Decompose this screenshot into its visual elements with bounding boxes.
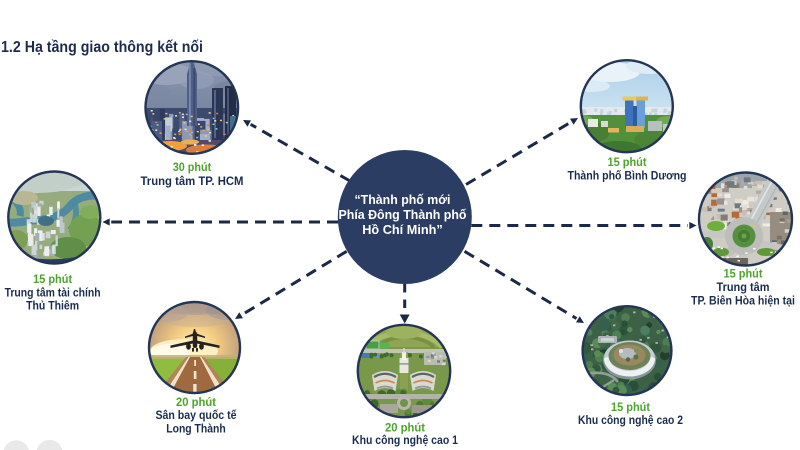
svg-text:Long Thành: Long Thành — [166, 423, 226, 435]
svg-text:15 phút: 15 phút — [33, 274, 72, 286]
svg-text:15 phút: 15 phút — [608, 157, 647, 169]
svg-text:20 phút: 20 phút — [385, 423, 425, 435]
svg-text:Thủ Thiêm: Thủ Thiêm — [26, 301, 79, 313]
svg-text:Khu công nghệ cao 2: Khu công nghệ cao 2 — [578, 415, 683, 427]
svg-text:30 phút: 30 phút — [173, 162, 212, 174]
svg-text:Khu công nghệ cao 1: Khu công nghệ cao 1 — [352, 435, 459, 447]
svg-text:Sân bay quốc tế: Sân bay quốc tế — [156, 410, 238, 422]
svg-text:Trung tâm tài chính: Trung tâm tài chính — [5, 288, 101, 300]
svg-text:20 phút: 20 phút — [176, 397, 216, 409]
svg-text:Phía Đông Thành phố: Phía Đông Thành phố — [339, 207, 467, 222]
svg-text:1.2 Hạ tầng giao thông kết nối: 1.2 Hạ tầng giao thông kết nối — [1, 39, 203, 56]
svg-text:Hồ Chí Minh”: Hồ Chí Minh” — [362, 222, 443, 237]
svg-text:Thành phố Bình Dương: Thành phố Bình Dương — [568, 170, 687, 182]
svg-text:Trung tâm TP. HCM: Trung tâm TP. HCM — [141, 176, 244, 188]
svg-text:15 phút: 15 phút — [724, 269, 763, 281]
svg-text:15 phút: 15 phút — [611, 402, 650, 414]
svg-text:Trung tâm: Trung tâm — [717, 282, 770, 294]
svg-text:“Thành phố mới: “Thành phố mới — [355, 192, 451, 207]
svg-text:TP. Biên Hòa hiện tại: TP. Biên Hòa hiện tại — [691, 295, 795, 307]
